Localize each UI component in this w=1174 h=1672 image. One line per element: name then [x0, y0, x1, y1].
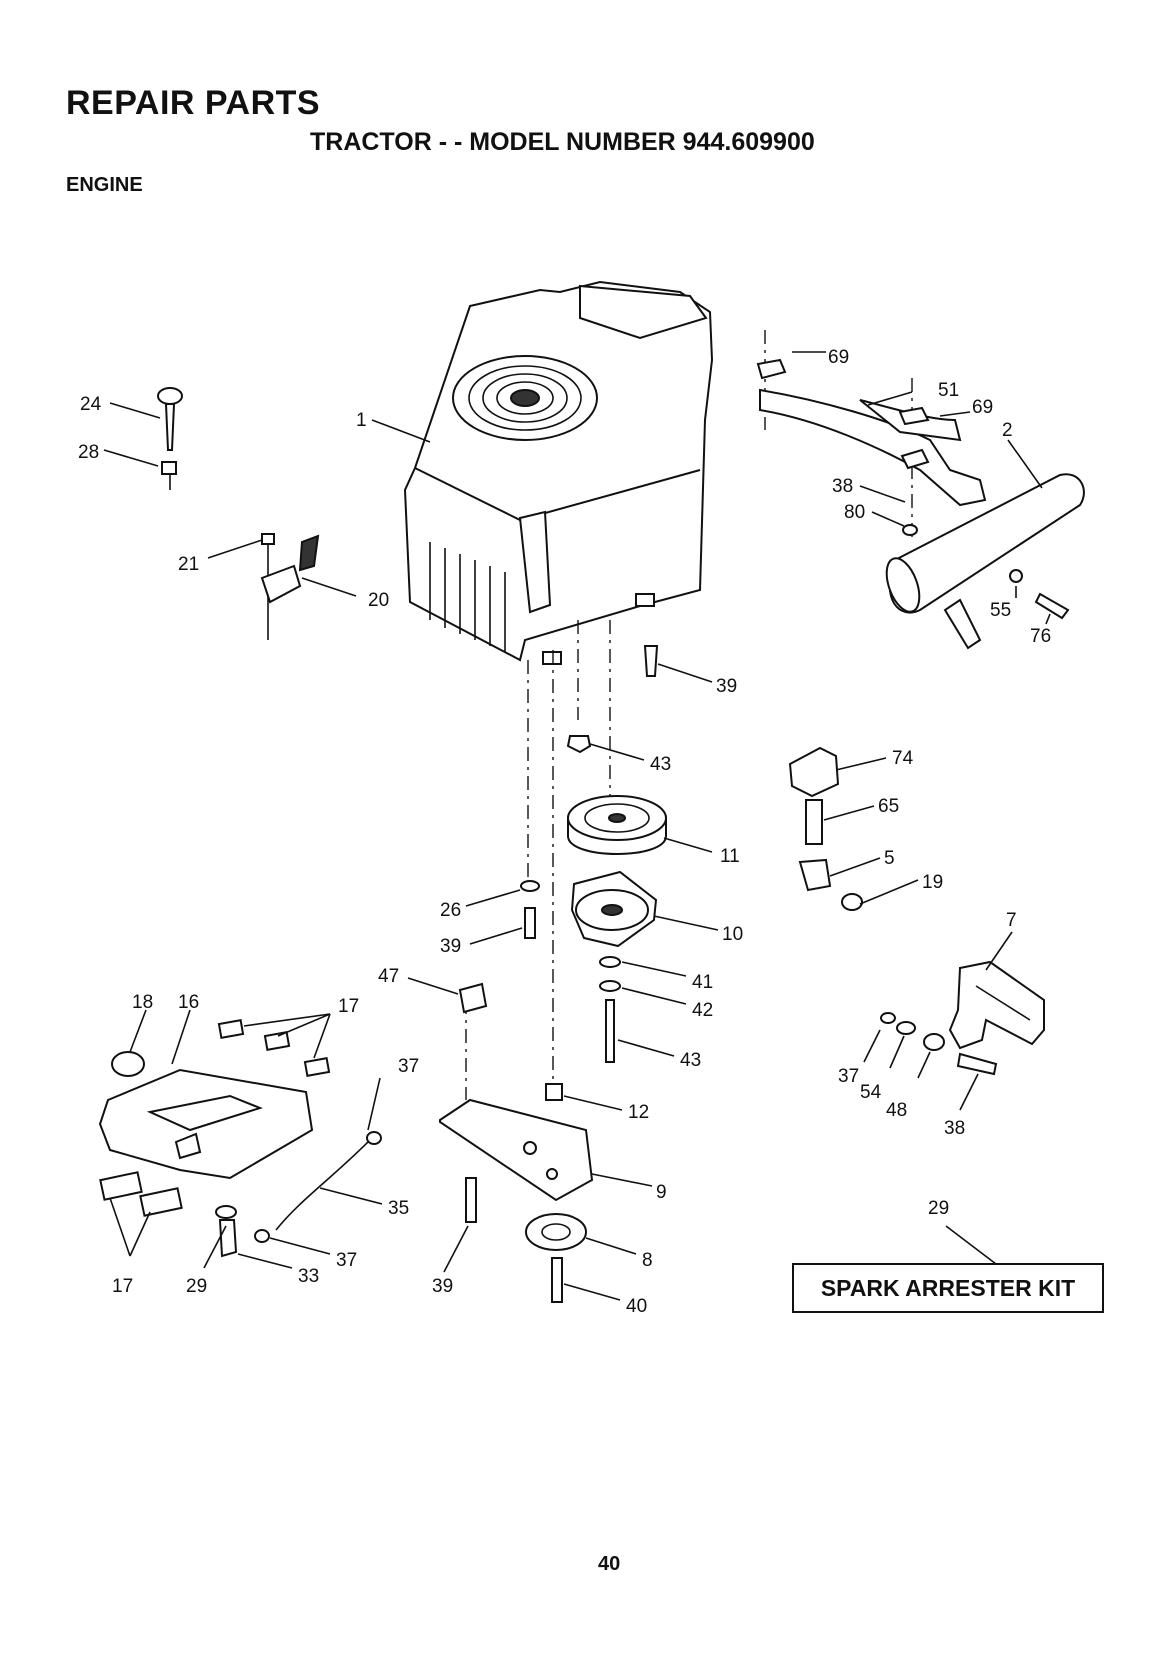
callout-80: 80 — [844, 502, 865, 523]
callout-74: 74 — [892, 748, 914, 769]
page-title: REPAIR PARTS — [66, 84, 321, 122]
callout-42: 42 — [692, 1000, 713, 1021]
callout-27: 33 — [298, 1266, 319, 1287]
callout-9: 9 — [656, 1182, 667, 1203]
callout-37: 37 — [336, 1250, 357, 1271]
callout-65: 55 — [990, 600, 1011, 621]
callout-28: 35 — [388, 1198, 409, 1219]
callout-39-upper: 39 — [716, 676, 737, 697]
spark-arrester-kit-label: SPARK ARRESTER KIT — [820, 1274, 1076, 1301]
callout-76: 76 — [1030, 626, 1051, 647]
model-subtitle: TRACTOR - - MODEL NUMBER 944.609900 — [310, 128, 815, 156]
callout-26: 29 — [186, 1276, 207, 1297]
callout-20: 20 — [368, 590, 389, 611]
callout-29: 29 — [928, 1198, 949, 1219]
callout-11: 10 — [722, 924, 743, 945]
callout-51: 51 — [938, 380, 959, 401]
section-heading: ENGINE — [66, 174, 143, 196]
engine-part — [403, 280, 714, 665]
callout-55: 65 — [878, 796, 899, 817]
callout-8: 8 — [642, 1250, 653, 1271]
callout-43: 43 — [680, 1050, 701, 1071]
electric-clutch-part — [570, 870, 658, 948]
callout-69-top: 69 — [828, 347, 849, 368]
callout-38: 38 — [944, 1118, 965, 1139]
engine-pulley-part — [567, 795, 667, 855]
idler-bracket-part — [439, 1098, 594, 1202]
callout-24: 26 — [440, 900, 461, 921]
exhaust-pipe-part — [756, 358, 987, 507]
callout-5: 5 — [884, 848, 895, 869]
callout-1: 1 — [356, 410, 367, 431]
callout-45: 43 — [650, 754, 671, 775]
callout-47: 47 — [378, 966, 399, 987]
callout-37-upper: 37 — [398, 1056, 419, 1077]
callout-17: 17 — [338, 996, 359, 1017]
muffler-part — [885, 473, 1085, 650]
callout-15: 16 — [178, 992, 199, 1013]
choke-knob-part — [157, 387, 183, 490]
spark-arrester-kit-box: SPARK ARRESTER KIT — [792, 1263, 1104, 1313]
callout-35: 38 — [832, 476, 853, 497]
callout-22: 24 — [80, 394, 102, 415]
callout-25: 28 — [78, 442, 99, 463]
air-cleaner-part — [98, 1019, 331, 1217]
callout-16: 17 — [112, 1276, 133, 1297]
callout-39-mid: 39 — [440, 936, 461, 957]
muffler-bracket-part — [880, 960, 1045, 1076]
callout-69: 69 — [972, 397, 993, 418]
callout-10: 12 — [628, 1102, 649, 1123]
callout-19: 19 — [922, 872, 943, 893]
callout-40: 40 — [626, 1296, 647, 1317]
callout-39-lower: 39 — [432, 1276, 453, 1297]
page-number: 40 — [598, 1553, 621, 1575]
callout-48: 48 — [886, 1100, 907, 1121]
throttle-bracket-part — [260, 533, 320, 640]
callout-54: 54 — [860, 1082, 882, 1103]
callout-33: 37 — [838, 1066, 859, 1087]
fuel-filter-part — [788, 746, 863, 911]
callout-7: 7 — [1006, 910, 1017, 931]
callout-12: 11 — [720, 846, 740, 867]
callout-41: 41 — [692, 972, 713, 993]
callout-18: 18 — [132, 992, 153, 1013]
callout-21: 21 — [178, 554, 199, 575]
callout-2: 2 — [1002, 420, 1013, 441]
